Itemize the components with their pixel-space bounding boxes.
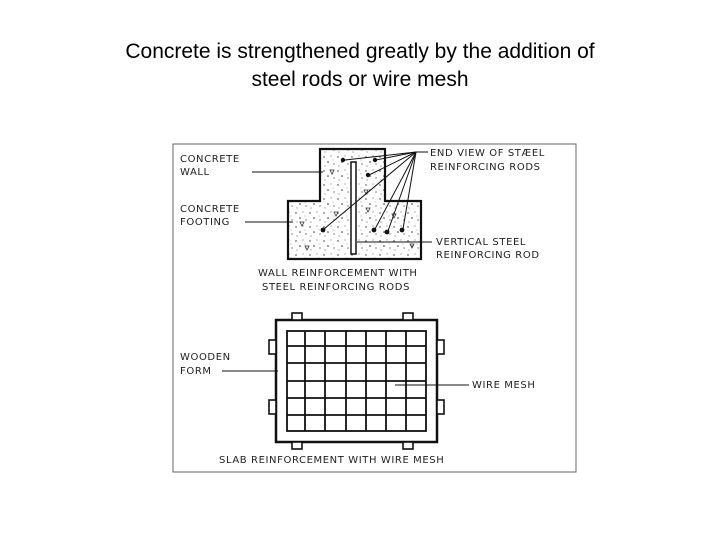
wall-footing-section: CONCRETE WALL CONCRETE FOOTING END VIEW … <box>180 147 545 293</box>
wall-caption-2: STEEL REINFORCING RODS <box>262 282 410 293</box>
title-line-2: steel rods or wire mesh <box>251 68 469 91</box>
label-concrete-wall-2: WALL <box>180 167 210 178</box>
label-end-view-2: REINFORCING RODS <box>430 162 541 173</box>
slab-caption: SLAB REINFORCEMENT WITH WIRE MESH <box>219 455 444 466</box>
label-wooden-form-2: FORM <box>180 366 212 377</box>
label-concrete-footing-1: CONCRETE <box>180 204 240 215</box>
slab-leader-lines <box>222 370 469 386</box>
aggregate-marks <box>299 169 415 251</box>
label-vertical-rod-1: VERTICAL STEEL <box>436 237 526 248</box>
label-concrete-footing-2: FOOTING <box>180 217 230 228</box>
title-line-1: Concrete is strengthened greatly by the … <box>125 40 595 63</box>
wire-mesh-shape <box>287 331 426 431</box>
label-end-view-1: END VIEW OF STÆEL <box>430 148 545 159</box>
vertical-rod-shape <box>350 161 357 255</box>
slab-section: WOODEN FORM WIRE MESH SLAB REINFORCEMENT… <box>180 312 536 466</box>
label-vertical-rod-2: REINFORCING ROD <box>436 250 540 261</box>
slide-title: Concrete is strengthened greatly by the … <box>0 38 720 94</box>
label-wire-mesh: WIRE MESH <box>472 380 536 391</box>
form-clamps <box>268 312 445 450</box>
wall-leader-lines <box>245 151 432 243</box>
label-concrete-wall-1: CONCRETE <box>180 154 240 165</box>
label-wooden-form-1: WOODEN <box>180 352 231 363</box>
wall-caption-1: WALL REINFORCEMENT WITH <box>258 268 418 279</box>
